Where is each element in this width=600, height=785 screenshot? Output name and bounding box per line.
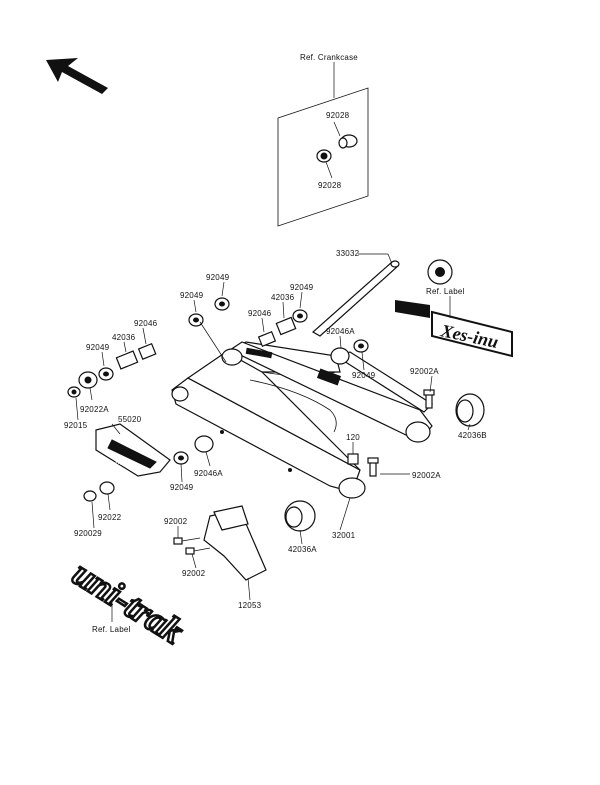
logo-decal-text: Xes-inu [438, 320, 500, 352]
label-92049-1: 92049 [206, 273, 230, 282]
label-ref-label-top: Ref. Label [426, 287, 464, 296]
bushing-42036A [284, 500, 316, 532]
label-920029: 920029 [74, 529, 102, 538]
label-ref-crankcase: Ref. Crankcase [300, 53, 358, 62]
part-120 [347, 453, 359, 465]
label-92049-2: 92049 [180, 291, 204, 300]
label-92049-4: 92049 [86, 343, 110, 352]
uni-trak-decal: uni-trak [65, 552, 192, 653]
pivot-shaft-33032 [311, 253, 400, 337]
label-92002A-1: 92002A [410, 367, 439, 376]
bolt-92002A-1 [423, 389, 435, 409]
label-92046-1: 92046 [248, 309, 272, 318]
collar-92046-right [257, 330, 277, 348]
label-33032: 33032 [336, 249, 360, 258]
chain-guard-55020: ....... [95, 423, 171, 477]
leader-lines [75, 281, 471, 622]
label-92002-2: 92002 [182, 569, 206, 578]
bolt-92002A-2 [367, 457, 379, 477]
label-42036-1: 42036 [271, 293, 295, 302]
part-labels: Ref. Crankcase 92028 92028 33032 Ref. La… [64, 53, 487, 634]
bushing-92028-b [316, 149, 332, 163]
collar-42036-right [275, 316, 297, 336]
label-42036B: 42036B [458, 431, 487, 440]
logo-decal-top: Xes-inu [395, 259, 513, 358]
label-92022: 92022 [98, 513, 122, 522]
label-ref-label-bottom: Ref. Label [92, 625, 130, 634]
label-92028-a: 92028 [326, 111, 350, 120]
label-92022A: 92022A [80, 405, 109, 414]
label-42036-2: 42036 [112, 333, 136, 342]
small-parts [67, 297, 485, 555]
label-120: 120 [346, 433, 360, 442]
chain-slipper-12053 [203, 505, 267, 581]
label-92049-6: 92049 [170, 483, 194, 492]
direction-arrow-icon [46, 58, 108, 94]
bushing-42036B [455, 393, 485, 427]
label-92046A-2: 92046A [194, 469, 223, 478]
label-42036A: 42036A [288, 545, 317, 554]
crankcase-reference-box [277, 62, 369, 227]
swingarm-body [171, 341, 433, 499]
label-92002-1: 92002 [164, 517, 188, 526]
label-92049-3: 92049 [290, 283, 314, 292]
label-12053: 12053 [238, 601, 262, 610]
label-92046-2: 92046 [134, 319, 158, 328]
bolt-92002-1 [173, 537, 201, 545]
label-92015: 92015 [64, 421, 88, 430]
bolt-92002-2 [185, 547, 211, 555]
label-92002A-2: 92002A [412, 471, 441, 480]
label-55020: 55020 [118, 415, 142, 424]
label-92046A-1: 92046A [326, 327, 355, 336]
label-32001: 32001 [332, 531, 356, 540]
uni-trak-decal-text: uni-trak [66, 553, 191, 652]
label-92028-b: 92028 [318, 181, 342, 190]
label-92049-5: 92049 [352, 371, 376, 380]
bushing-92028-a [338, 134, 358, 149]
